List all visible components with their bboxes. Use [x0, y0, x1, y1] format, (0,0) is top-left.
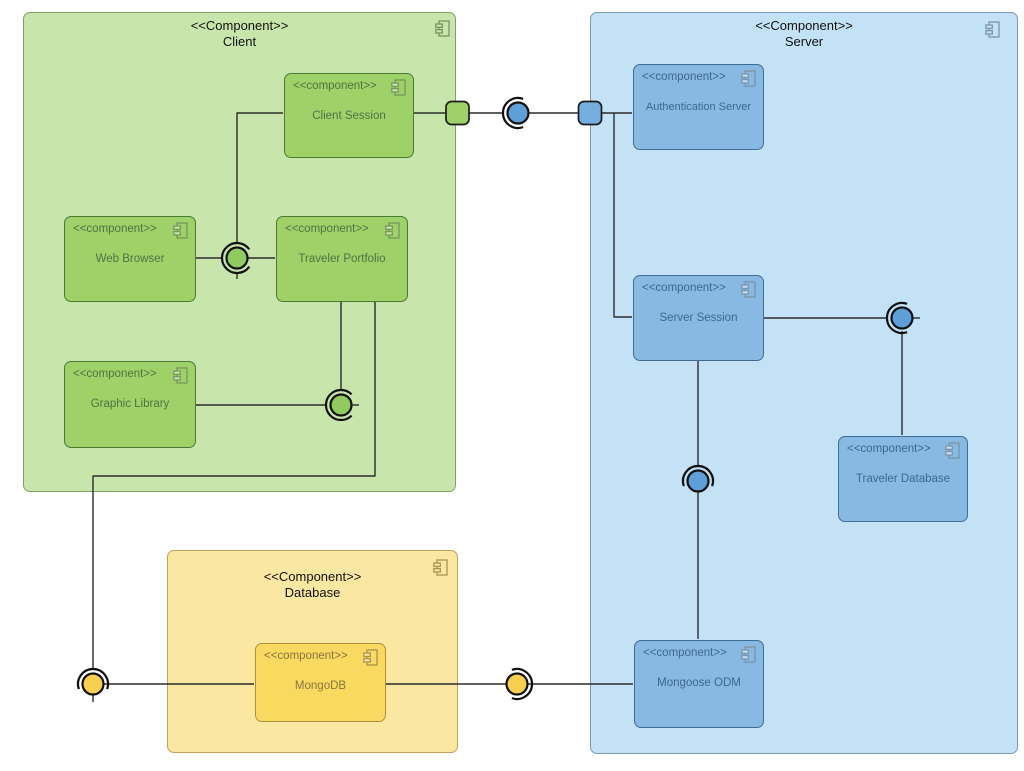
stereotype-label: <<component>> [642, 282, 726, 294]
component-client-session[interactable]: <<component>> Client Session [284, 73, 414, 158]
component-name: Web Browser [95, 253, 165, 265]
interface-client-mongodb[interactable] [76, 667, 110, 696]
component-icon [741, 646, 756, 663]
stereotype-label: <<Component>> [263, 569, 362, 584]
component-server-session[interactable]: <<component>> Server Session [633, 275, 764, 361]
container-server[interactable]: <<Component>> Server <<component>> Authe… [590, 12, 1018, 754]
container-database-header: <<Component>> Database [168, 551, 457, 601]
component-icon [435, 20, 450, 37]
stereotype-label: <<component>> [264, 650, 348, 662]
component-mongodb[interactable]: <<component>> MongoDB [255, 643, 386, 722]
component-icon [945, 442, 960, 459]
interface-ball[interactable] [81, 672, 105, 696]
interface-ball[interactable] [506, 101, 530, 125]
component-traveler-portfolio[interactable]: <<component>> Traveler Portfolio [276, 216, 408, 302]
container-server-header: <<Component>> Server [591, 13, 1017, 50]
stereotype-label: <<component>> [73, 223, 157, 235]
container-database[interactable]: <<Component>> Database <<component>> Mon… [167, 550, 458, 753]
container-name: Client [222, 34, 257, 49]
interface-client-server[interactable] [501, 96, 530, 130]
component-traveler-database[interactable]: <<component>> Traveler Database [838, 436, 968, 522]
stereotype-label: <<component>> [643, 647, 727, 659]
component-name: Server Session [659, 312, 738, 324]
component-icon [985, 21, 1000, 38]
container-client-header: <<Component>> Client [24, 13, 455, 50]
component-icon [391, 79, 406, 96]
component-icon [741, 70, 756, 87]
stereotype-label: <<Component>> [755, 18, 853, 33]
component-name: Traveler Database [855, 473, 951, 485]
component-web-browser[interactable]: <<component>> Web Browser [64, 216, 196, 302]
container-name: Database [284, 585, 341, 600]
stereotype-label: <<component>> [293, 80, 377, 92]
component-name: Mongoose ODM [657, 677, 741, 689]
stereotype-label: <<component>> [642, 71, 726, 83]
container-name: Server [784, 34, 824, 49]
interface-ball[interactable] [505, 672, 529, 696]
component-icon [385, 222, 400, 239]
component-authentication-server[interactable]: <<component>> Authentication Server [633, 64, 764, 150]
component-name: Graphic Library [90, 398, 170, 410]
stereotype-label: <<component>> [73, 368, 157, 380]
stereotype-label: <<Component>> [190, 18, 289, 33]
component-icon [741, 281, 756, 298]
interface-mongodb-mongoose-odm[interactable] [505, 667, 534, 701]
stereotype-label: <<component>> [847, 443, 931, 455]
component-name: Client Session [312, 110, 386, 122]
component-icon [173, 367, 188, 384]
component-name: Authentication Server [645, 101, 752, 113]
component-icon [433, 559, 448, 576]
stereotype-label: <<component>> [285, 223, 369, 235]
component-name: Traveler Portfolio [298, 253, 386, 265]
component-graphic-library[interactable]: <<component>> Graphic Library [64, 361, 196, 448]
component-name: MongoDB [294, 680, 347, 692]
component-mongoose-odm[interactable]: <<component>> Mongoose ODM [634, 640, 764, 728]
container-client[interactable]: <<Component>> Client <<component>> Clien… [23, 12, 456, 492]
component-icon [173, 222, 188, 239]
component-icon [363, 649, 378, 666]
